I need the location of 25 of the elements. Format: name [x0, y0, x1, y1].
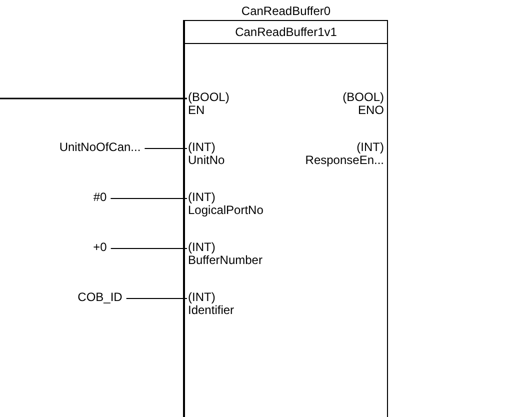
- pin-name: EN: [188, 104, 205, 117]
- block-type-title: CanReadBuffer1v1: [185, 21, 387, 44]
- pin-type: (INT): [188, 241, 216, 254]
- pin-name: Identifier: [188, 304, 234, 317]
- variable-name: +0: [93, 240, 107, 254]
- pin-type: (INT): [356, 141, 384, 154]
- instance-name: CanReadBuffer0: [240, 4, 332, 18]
- pin-type: (INT): [188, 291, 216, 304]
- pin-name: LogicalPortNo: [188, 204, 264, 217]
- pin-type: (INT): [188, 141, 216, 154]
- pin-type: (INT): [188, 191, 216, 204]
- pin-name: UnitNo: [188, 154, 225, 167]
- pin-name: ENO: [358, 104, 384, 117]
- variable-name: UnitNoOfCan...: [59, 140, 141, 154]
- pin-type: (BOOL): [188, 91, 230, 104]
- pin-type: (BOOL): [342, 91, 384, 104]
- variable-name: #0: [93, 190, 107, 204]
- variable-name: COB_ID: [78, 290, 122, 304]
- pin-name: BufferNumber: [188, 254, 262, 267]
- connection-line: [126, 298, 188, 299]
- connection-line: [110, 198, 188, 199]
- pin-name: ResponseEn...: [305, 154, 384, 167]
- power-rail-line: [0, 98, 187, 100]
- connection-line: [144, 148, 188, 149]
- connection-line: [110, 248, 188, 249]
